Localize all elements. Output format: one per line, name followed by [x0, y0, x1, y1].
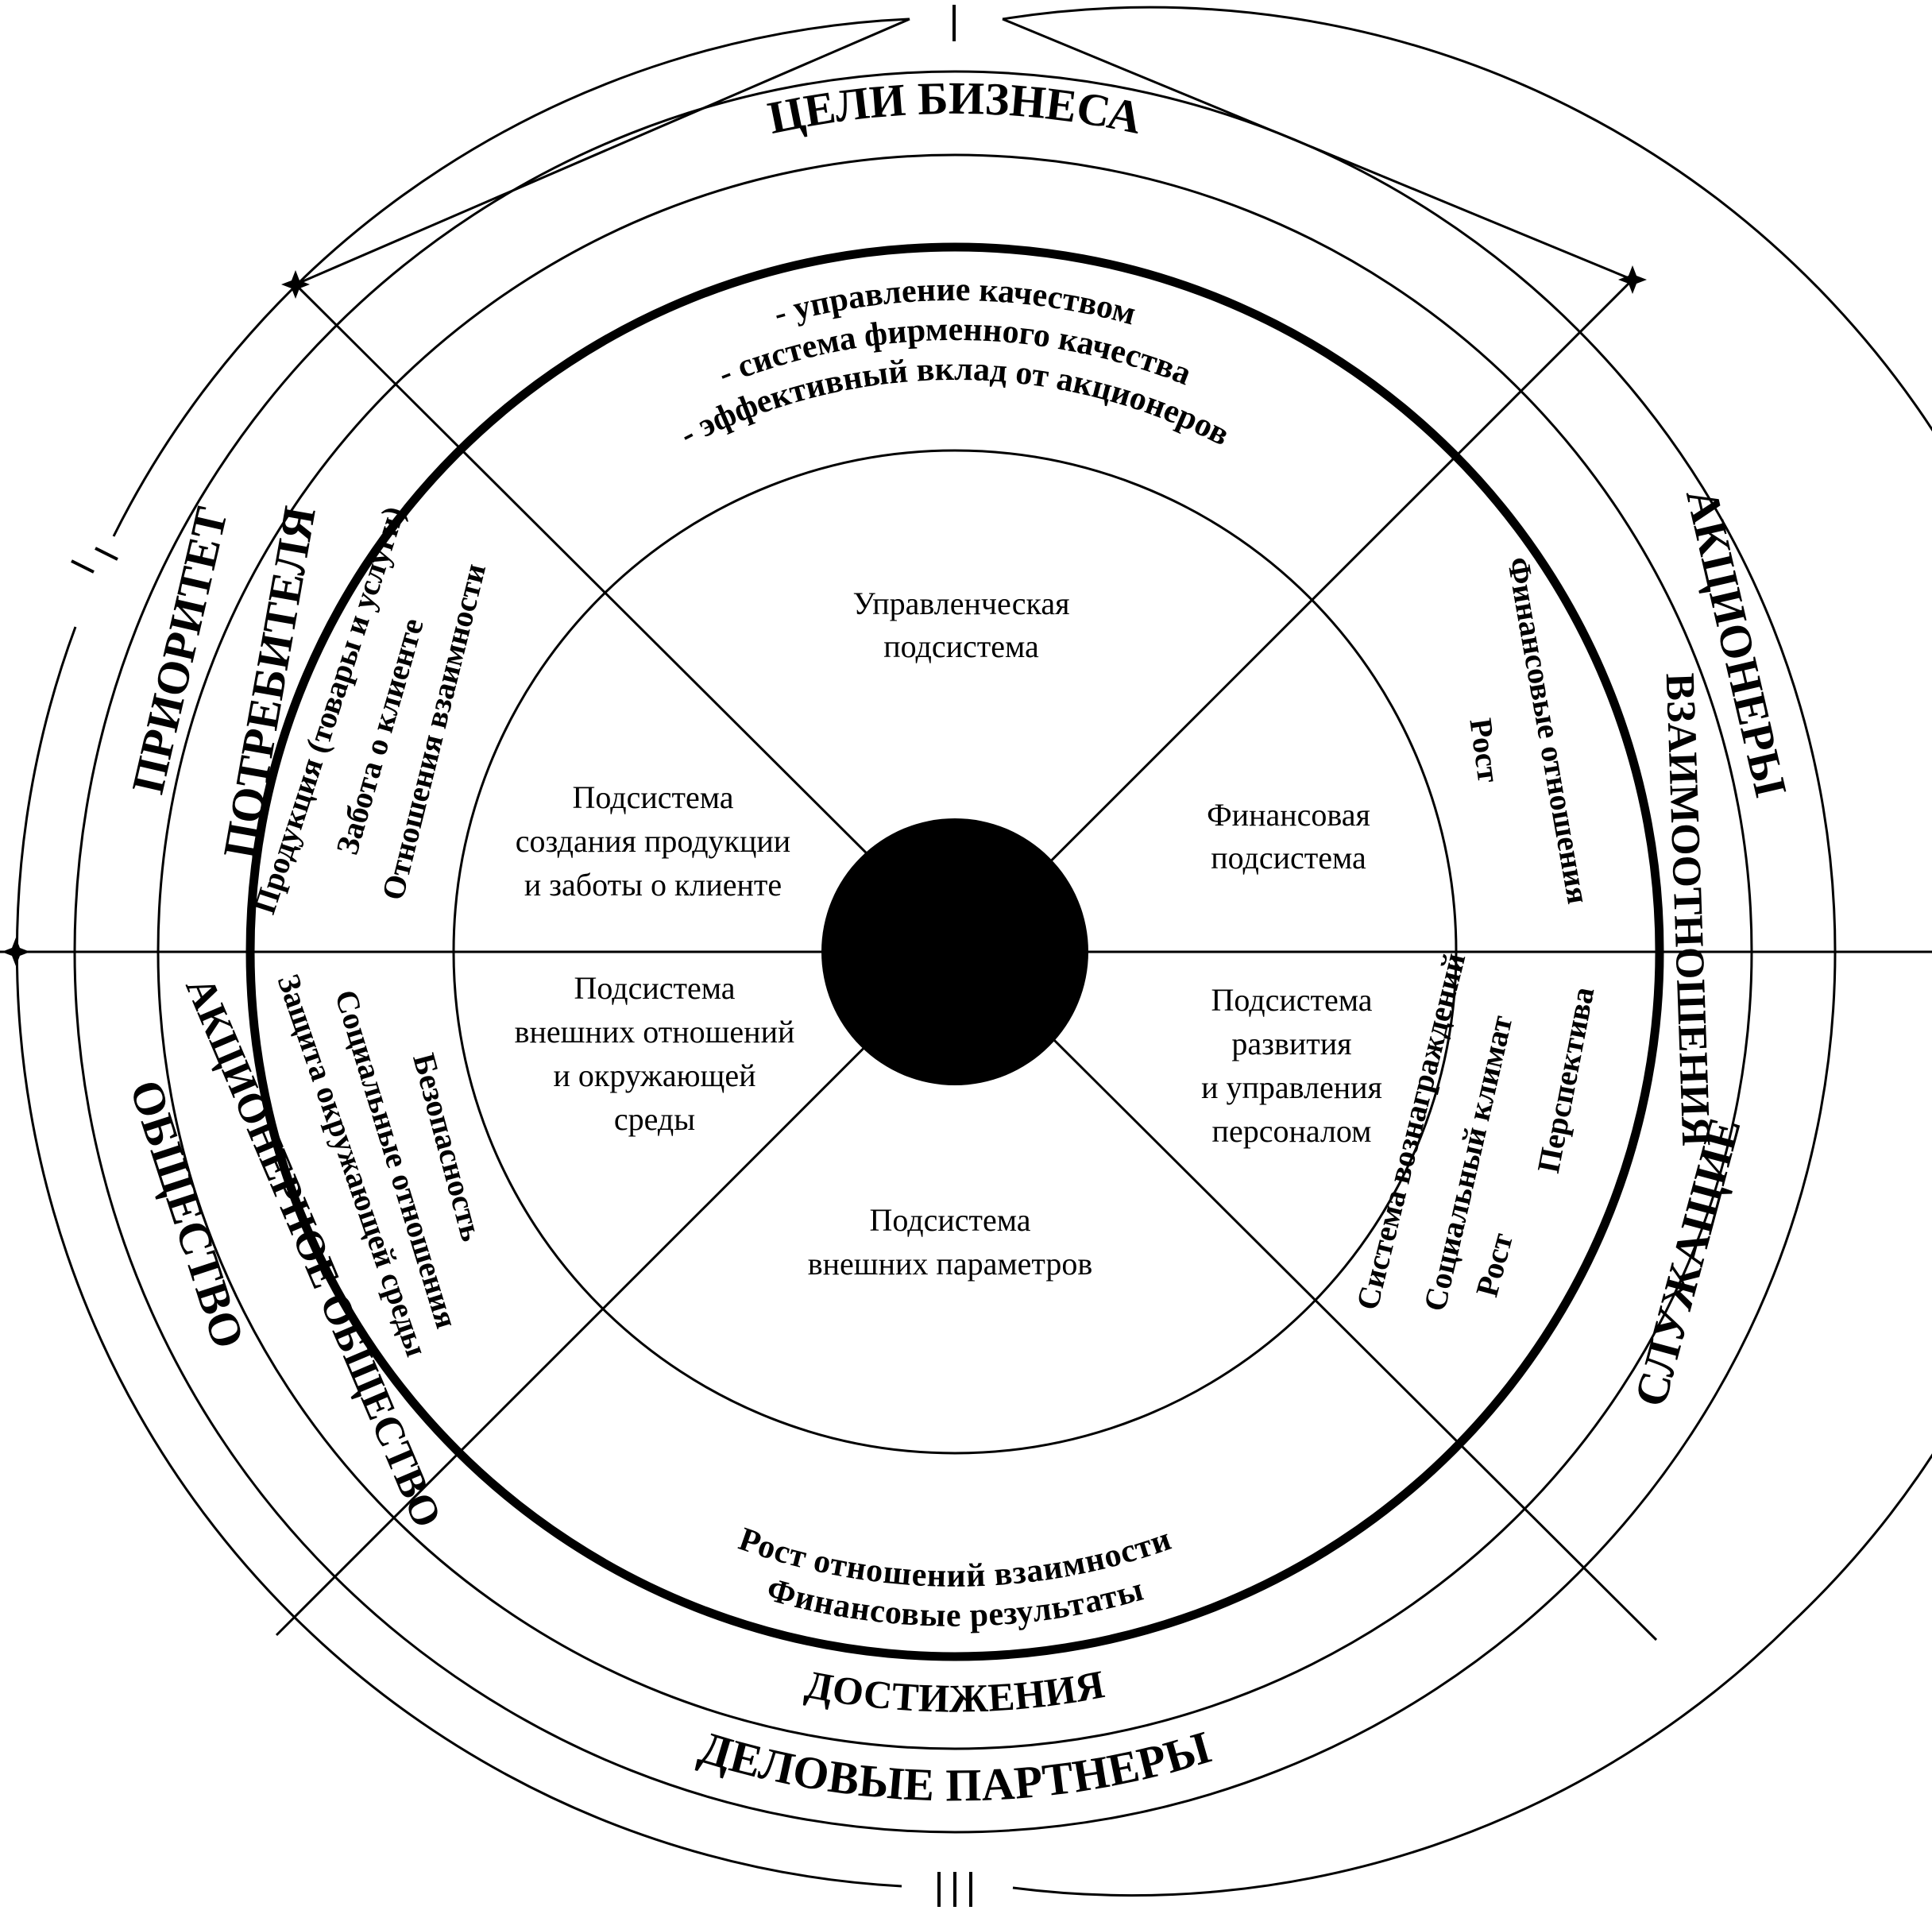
- outer-ring-arc-left-top: [112, 17, 910, 537]
- sector-left-lower-line-3: и окружающей: [553, 1058, 755, 1093]
- tangent-top-left: [295, 17, 910, 286]
- label-business-goals: ЦЕЛИ БИЗНЕСА: [763, 72, 1146, 144]
- roman-marks: [71, 5, 972, 1907]
- sector-left-line-3: и заботы о клиенте: [524, 867, 782, 903]
- sector-left-line-2: создания продукции: [516, 823, 790, 859]
- sector-left-line-1: Подсистема: [572, 779, 733, 815]
- sector-right-line-2: подсистема: [1211, 840, 1366, 876]
- mid-right-lower-line-3: Перспектива: [1530, 984, 1601, 1176]
- mid-right-lower-line-4: Рост: [1469, 1229, 1520, 1301]
- tangent-top-right: [1002, 17, 1633, 281]
- outer-ring-arc-bottom-left: [15, 626, 902, 1888]
- sector-bottom-line-1: Подсистема: [869, 1202, 1030, 1238]
- mid-right-line-1: Финансовые отношения: [1501, 555, 1597, 907]
- sector-right-lower-line-1: Подсистема: [1211, 982, 1372, 1018]
- sector-top-line-1: Управленческая: [852, 586, 1069, 621]
- sector-right-lower-line-4: персоналом: [1212, 1113, 1372, 1149]
- sector-right-lower-line-3: и управления: [1201, 1069, 1382, 1105]
- star-icon-top-right: [1618, 265, 1647, 294]
- sector-left-lower-line-2: внешних отношений: [515, 1014, 795, 1050]
- label-achievements: ДОСТИЖЕНИЯ: [802, 1661, 1108, 1721]
- roman-mark-ii-b: [95, 547, 118, 561]
- label-priority: ПРИОРИТЕТ: [122, 502, 238, 798]
- sector-right-lower-line-2: развития: [1231, 1026, 1351, 1061]
- label-business-partners: ДЕЛОВЫЕ ПАРТНЕРЫ: [694, 1721, 1216, 1811]
- star-icon-left: [2, 938, 30, 966]
- inner-sector-labels: Управленческая подсистема Подсистема соз…: [515, 586, 1382, 1282]
- star-marks: [2, 265, 1647, 966]
- roman-mark-ii-a: [71, 559, 95, 574]
- sector-top-line-2: подсистема: [883, 628, 1039, 664]
- outer-ring-arc-top-right: [1002, 6, 1932, 1624]
- outer-ring-arc-bottom: [1012, 1621, 1794, 1897]
- center-hub: [821, 818, 1088, 1085]
- star-icon-top-left: [281, 270, 310, 299]
- mid-right-line-2: Рост: [1463, 716, 1507, 785]
- tangent-lines: [295, 17, 1633, 286]
- label-relationships: ВЗАИМООТНОШЕНИЯ: [1657, 672, 1719, 1147]
- sector-left-lower-line-4: среды: [614, 1101, 695, 1137]
- sector-bottom-line-2: внешних параметров: [808, 1246, 1093, 1282]
- sector-left-lower-line-1: Подсистема: [574, 970, 735, 1006]
- sector-right-line-1: Финансовая: [1207, 797, 1370, 833]
